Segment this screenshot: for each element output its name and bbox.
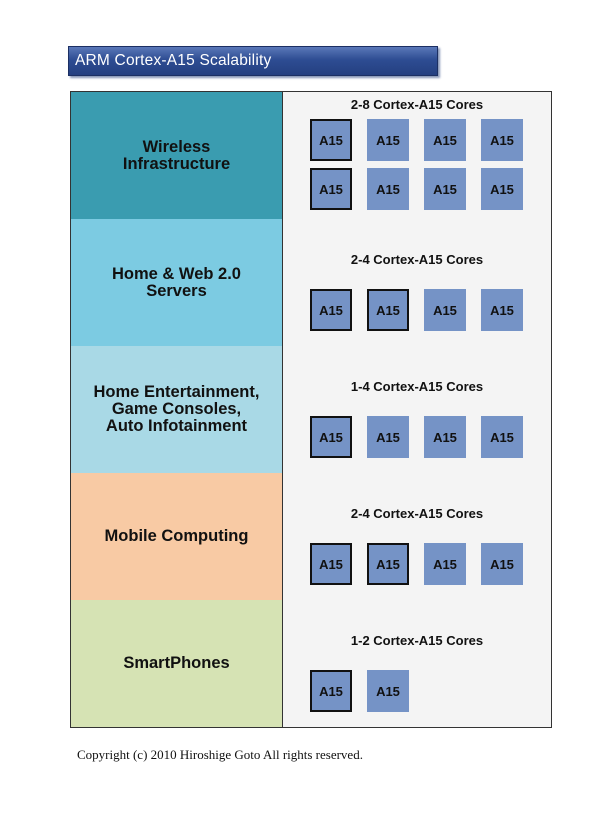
a15-core: A15 [481, 168, 523, 210]
a15-core-active: A15 [310, 168, 352, 210]
a15-core: A15 [367, 416, 409, 458]
segment-row-home-entertainment: Home Entertainment, Game Consoles, Auto … [71, 346, 551, 473]
cores-count-label: 1-4 Cortex-A15 Cores [350, 379, 484, 394]
segment-name-cell: Home & Web 2.0 Servers [71, 219, 283, 346]
a15-core: A15 [424, 416, 466, 458]
cores-count-label: 2-8 Cortex-A15 Cores [350, 97, 484, 112]
segment-name: Mobile Computing [104, 527, 249, 545]
a15-core-active: A15 [310, 119, 352, 161]
segment-name: Home & Web 2.0 Servers [112, 264, 241, 300]
a15-core: A15 [424, 289, 466, 331]
cores-count-label: 2-4 Cortex-A15 Cores [350, 252, 484, 267]
copyright-notice: Copyright (c) 2010 Hiroshige Goto All ri… [77, 747, 363, 762]
cores-count-label: 1-2 Cortex-A15 Cores [350, 633, 484, 648]
a15-core: A15 [424, 119, 466, 161]
a15-core: A15 [481, 119, 523, 161]
a15-core-active: A15 [367, 289, 409, 331]
a15-core-active: A15 [367, 543, 409, 585]
page-title: ARM Cortex-A15 Scalability [75, 52, 272, 69]
a15-core: A15 [481, 289, 523, 331]
segment-row-wireless-infrastructure: Wireless Infrastructure 2-8 Cortex-A15 Co… [71, 92, 551, 219]
a15-core: A15 [481, 543, 523, 585]
cores-count-label: 2-4 Cortex-A15 Cores [350, 506, 484, 521]
segment-name: Home Entertainment, Game Consoles, Auto … [93, 383, 260, 435]
segment-name-cell: Home Entertainment, Game Consoles, Auto … [71, 346, 283, 473]
a15-core: A15 [424, 168, 466, 210]
a15-core-active: A15 [310, 416, 352, 458]
a15-core-active: A15 [310, 289, 352, 331]
a15-core-active: A15 [310, 670, 352, 712]
segment-name: SmartPhones [123, 654, 230, 672]
segment-name-cell: Wireless Infrastructure [71, 92, 283, 219]
a15-core: A15 [367, 670, 409, 712]
a15-core: A15 [481, 416, 523, 458]
a15-core: A15 [367, 119, 409, 161]
segment-name: Wireless Infrastructure [122, 137, 231, 173]
a15-core: A15 [424, 543, 466, 585]
a15-core: A15 [367, 168, 409, 210]
title-bar: ARM Cortex-A15 Scalability [68, 46, 438, 76]
segment-row-home-web-servers: Home & Web 2.0 Servers 2-4 Cortex-A15 Cor… [71, 219, 551, 346]
segment-name-cell: Mobile Computing [71, 473, 283, 600]
scalability-table: Wireless Infrastructure 2-8 Cortex-A15 Co… [70, 91, 552, 728]
segment-name-cell: SmartPhones [71, 600, 283, 727]
a15-core-active: A15 [310, 543, 352, 585]
